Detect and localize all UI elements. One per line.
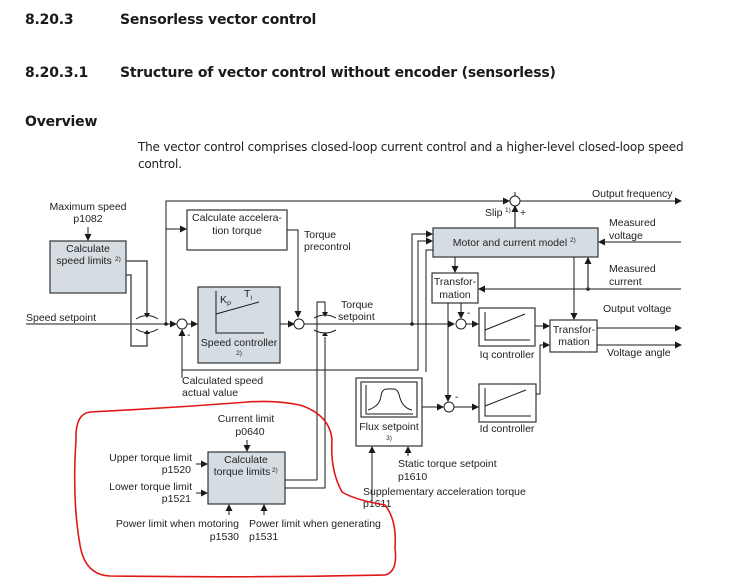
transformation-2-line1: Transfor- <box>553 324 596 336</box>
lower-torque-label: Lower torque limit <box>109 481 192 493</box>
calculated-speed-label-1: Calculated speed <box>182 375 263 387</box>
id-sum-minus: - <box>455 391 459 403</box>
calc-accel-torque-line1: Calculate accelera- <box>192 212 282 224</box>
flux-setpoint-label: Flux setpoint <box>359 421 419 433</box>
torque-to-model-line <box>411 230 433 324</box>
torque-sum-node <box>293 318 305 330</box>
section-title: Sensorless vector control <box>120 12 317 28</box>
overview-text: The vector control comprises closed-loop… <box>138 140 684 171</box>
power-generating-param: p1531 <box>249 531 278 543</box>
max-speed-label: Maximum speed <box>49 201 126 213</box>
speed-limiter-arrows-icon <box>144 313 150 334</box>
torque-precontrol-label-1: Torque <box>304 229 336 241</box>
motor-current-model-note: 2) <box>570 237 576 244</box>
speed-controller-note: 2) <box>236 350 242 357</box>
transformation-1-line2: mation <box>439 289 471 301</box>
upper-torque-param: p1520 <box>162 464 191 476</box>
overview-heading: Overview <box>25 114 98 130</box>
slip-note: 1) <box>505 207 511 214</box>
slip-plus: + <box>520 207 526 219</box>
transformation-1-line1: Transfor- <box>434 276 477 288</box>
measured-voltage-label-2: voltage <box>609 230 643 242</box>
output-voltage-label: Output voltage <box>603 303 671 315</box>
freq-sum-node <box>509 195 521 207</box>
torque-precontrol-label-2: precontrol <box>304 241 351 253</box>
calc-torque-limits-block <box>207 451 286 505</box>
lower-torque-limit-line <box>285 337 326 489</box>
calc-accel-torque-line2: tion torque <box>212 225 262 237</box>
torque-setpoint-label-1: Torque <box>341 299 373 311</box>
lower-speed-limit-line <box>126 274 148 347</box>
speed-sum-minus: - <box>187 329 191 341</box>
lower-torque-param: p1521 <box>162 493 191 505</box>
upper-speed-limit-line <box>126 260 148 316</box>
output-frequency-label: Output frequency <box>592 188 673 200</box>
motor-current-model-block <box>432 227 599 258</box>
max-speed-param: p1082 <box>73 213 102 225</box>
id-out-line <box>536 341 550 395</box>
transformation-block-1 <box>431 272 479 304</box>
pi-curve-icon <box>215 291 264 334</box>
iq-sum-node <box>455 318 467 330</box>
torque-precontrol-line <box>287 229 302 318</box>
transformation-block-2 <box>549 319 598 353</box>
upper-torque-limit-line <box>316 301 326 480</box>
subsection-number: 8.20.3.1 <box>25 65 89 81</box>
flux-setpoint-note: 3) <box>386 435 392 442</box>
power-motoring-label: Power limit when motoring <box>116 518 239 530</box>
calc-torque-limits-line2: torque limits <box>214 466 271 478</box>
calc-speed-limits-block <box>49 240 127 294</box>
id-ramp-icon <box>484 388 531 417</box>
id-controller-label: Id controller <box>480 423 535 435</box>
calculated-speed-line <box>182 237 433 371</box>
torque-setpoint-label-2: setpoint <box>338 311 375 323</box>
supp-accel-label: Supplementary acceleration torque <box>363 486 526 498</box>
iq-controller-label: Iq controller <box>480 349 535 361</box>
model-speed-out-line <box>425 249 433 372</box>
iq-ramp-icon <box>484 312 530 341</box>
calculated-speed-label-2: actual value <box>182 387 238 399</box>
flux-graph-frame <box>360 381 418 418</box>
voltage-angle-label: Voltage angle <box>607 347 671 359</box>
iq-sum-minus: - <box>467 307 471 319</box>
flux-curve-icon <box>365 385 413 415</box>
calc-accel-torque-block <box>186 209 288 251</box>
measured-current-label-2: current <box>609 276 642 288</box>
speed-controller-label: Speed controller <box>201 337 278 349</box>
ti-label: TI <box>244 288 252 302</box>
static-torque-label: Static torque setpoint <box>398 458 497 470</box>
measured-current-label-1: Measured <box>609 263 656 275</box>
kp-label: KP <box>220 294 231 308</box>
calc-speed-limits-line1: Calculate <box>66 243 110 255</box>
motor-current-model-label: Motor and current model <box>453 237 567 249</box>
measured-voltage-label-1: Measured <box>609 217 656 229</box>
calc-torque-limits-note: 2) <box>272 467 278 474</box>
power-motoring-param: p1530 <box>210 531 239 543</box>
power-generating-label: Power limit when generating <box>249 518 381 530</box>
subsection-title: Structure of vector control without enco… <box>120 65 556 81</box>
section-number: 8.20.3 <box>25 12 74 28</box>
slip-label: Slip <box>485 207 503 219</box>
torque-limiter-arrows-icon <box>322 312 328 336</box>
static-torque-param: p1610 <box>398 471 427 483</box>
upper-torque-label: Upper torque limit <box>109 452 192 464</box>
current-limit-label: Current limit <box>218 413 275 425</box>
id-sum-node <box>443 401 455 413</box>
calc-speed-limits-note: 2) <box>115 256 121 263</box>
speed-setpoint-label: Speed setpoint <box>26 312 96 324</box>
calc-torque-limits-line1: Calculate <box>224 454 268 466</box>
transformation-2-line2: mation <box>558 336 590 348</box>
calc-speed-limits-line2: speed limits <box>56 255 111 267</box>
red-annotation-outline <box>73 400 397 578</box>
speed-sum-node <box>176 318 188 330</box>
current-limit-param: p0640 <box>235 426 264 438</box>
speed-controller-block <box>197 286 281 364</box>
